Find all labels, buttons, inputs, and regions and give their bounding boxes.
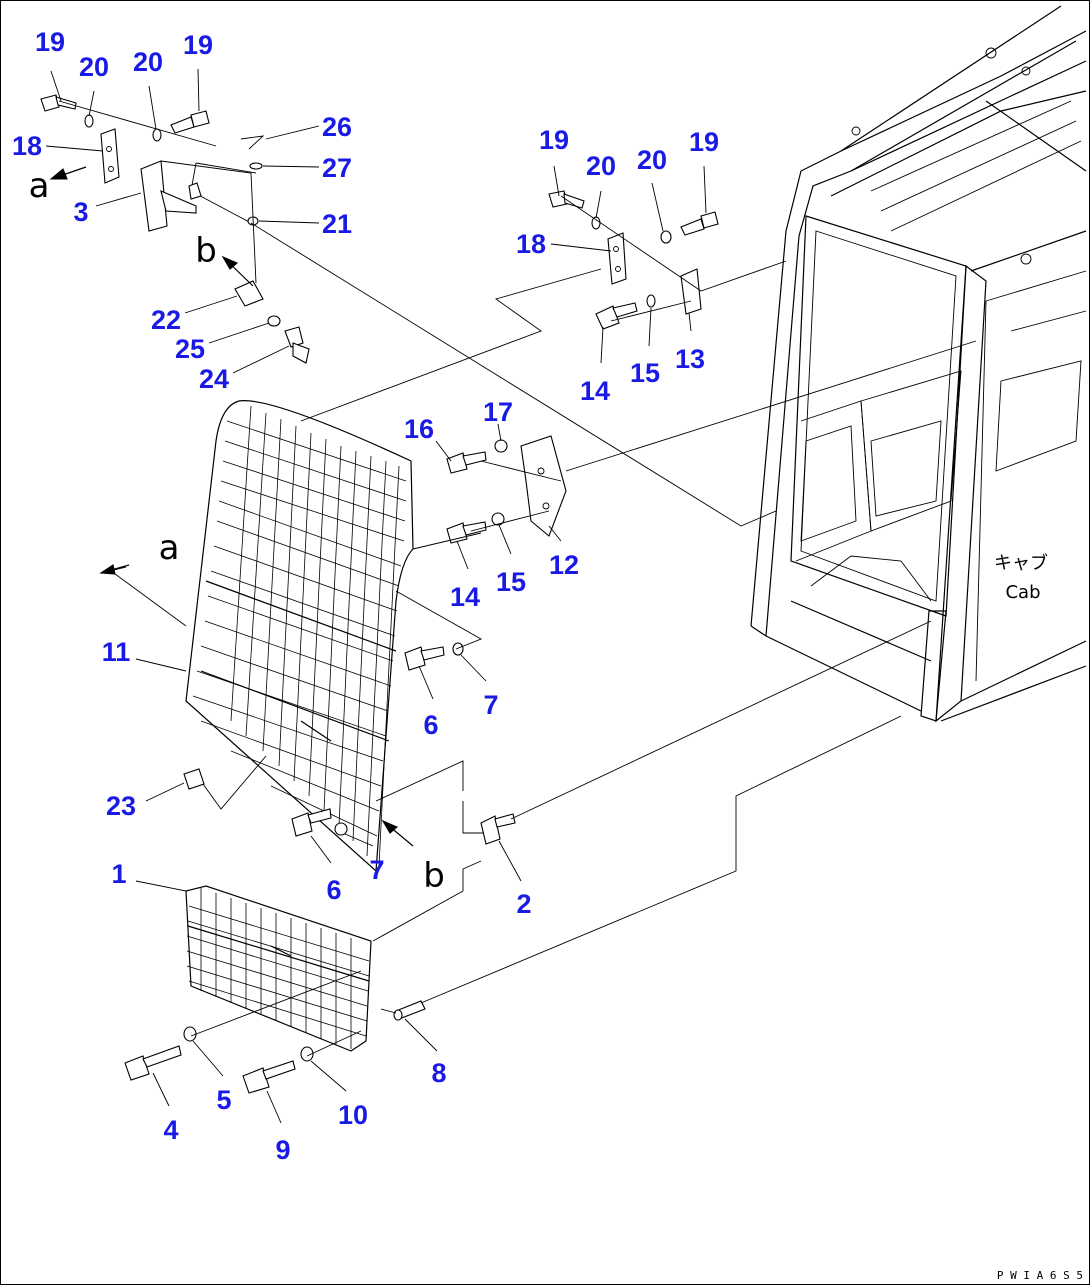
callout-20: 20 [133,47,163,77]
view-letter-a: a [159,528,180,568]
callout-21: 21 [322,209,352,239]
callout-19: 19 [183,30,213,60]
lower-guard-mesh [185,885,372,1052]
callout-9: 9 [275,1135,290,1165]
callout-7: 7 [369,855,384,885]
callout-2: 2 [516,889,531,919]
callout-20: 20 [586,151,616,181]
callout-20: 20 [637,145,667,175]
callout-15: 15 [630,358,660,388]
cab-label-english: Cab [1005,582,1040,603]
callout-27: 27 [322,153,352,183]
callout-6: 6 [326,875,341,905]
callout-18: 18 [12,131,42,161]
callout-14: 14 [580,376,610,406]
cab-frame [750,5,1087,723]
view-letter-b: b [423,856,445,896]
callout-19: 19 [539,125,569,155]
callout-5: 5 [216,1085,231,1115]
callout-16: 16 [404,414,434,444]
upper-guard-mesh [185,400,414,873]
hardware-parts [40,94,719,1094]
callout-15: 15 [496,567,526,597]
cab-label-japanese: キャブ [994,552,1048,574]
callout-17: 17 [483,397,513,427]
callout-14: 14 [450,582,480,612]
callout-6: 6 [423,710,438,740]
callout-24: 24 [199,364,229,394]
callout-11: 11 [102,637,131,667]
callout-7: 7 [483,690,498,720]
callout-1: 1 [111,859,126,889]
callout-25: 25 [175,334,205,364]
callout-20: 20 [79,52,109,82]
callout-19: 19 [35,27,65,57]
view-letters: a b a b [29,166,445,896]
drawing-code: P W I A 6 S 5 [997,1269,1083,1282]
view-letter-a: a [29,166,50,206]
callout-18: 18 [516,229,546,259]
assembly-lines [45,68,977,1124]
callout-26: 26 [322,112,352,142]
callout-8: 8 [431,1058,446,1088]
callout-4: 4 [163,1115,178,1145]
callout-22: 22 [151,305,181,335]
view-letter-b: b [195,231,217,271]
callout-12: 12 [549,550,579,580]
callout-10: 10 [338,1100,368,1130]
callout-13: 13 [675,344,705,374]
callout-3: 3 [73,197,88,227]
callout-19: 19 [689,127,719,157]
callout-23: 23 [106,791,136,821]
